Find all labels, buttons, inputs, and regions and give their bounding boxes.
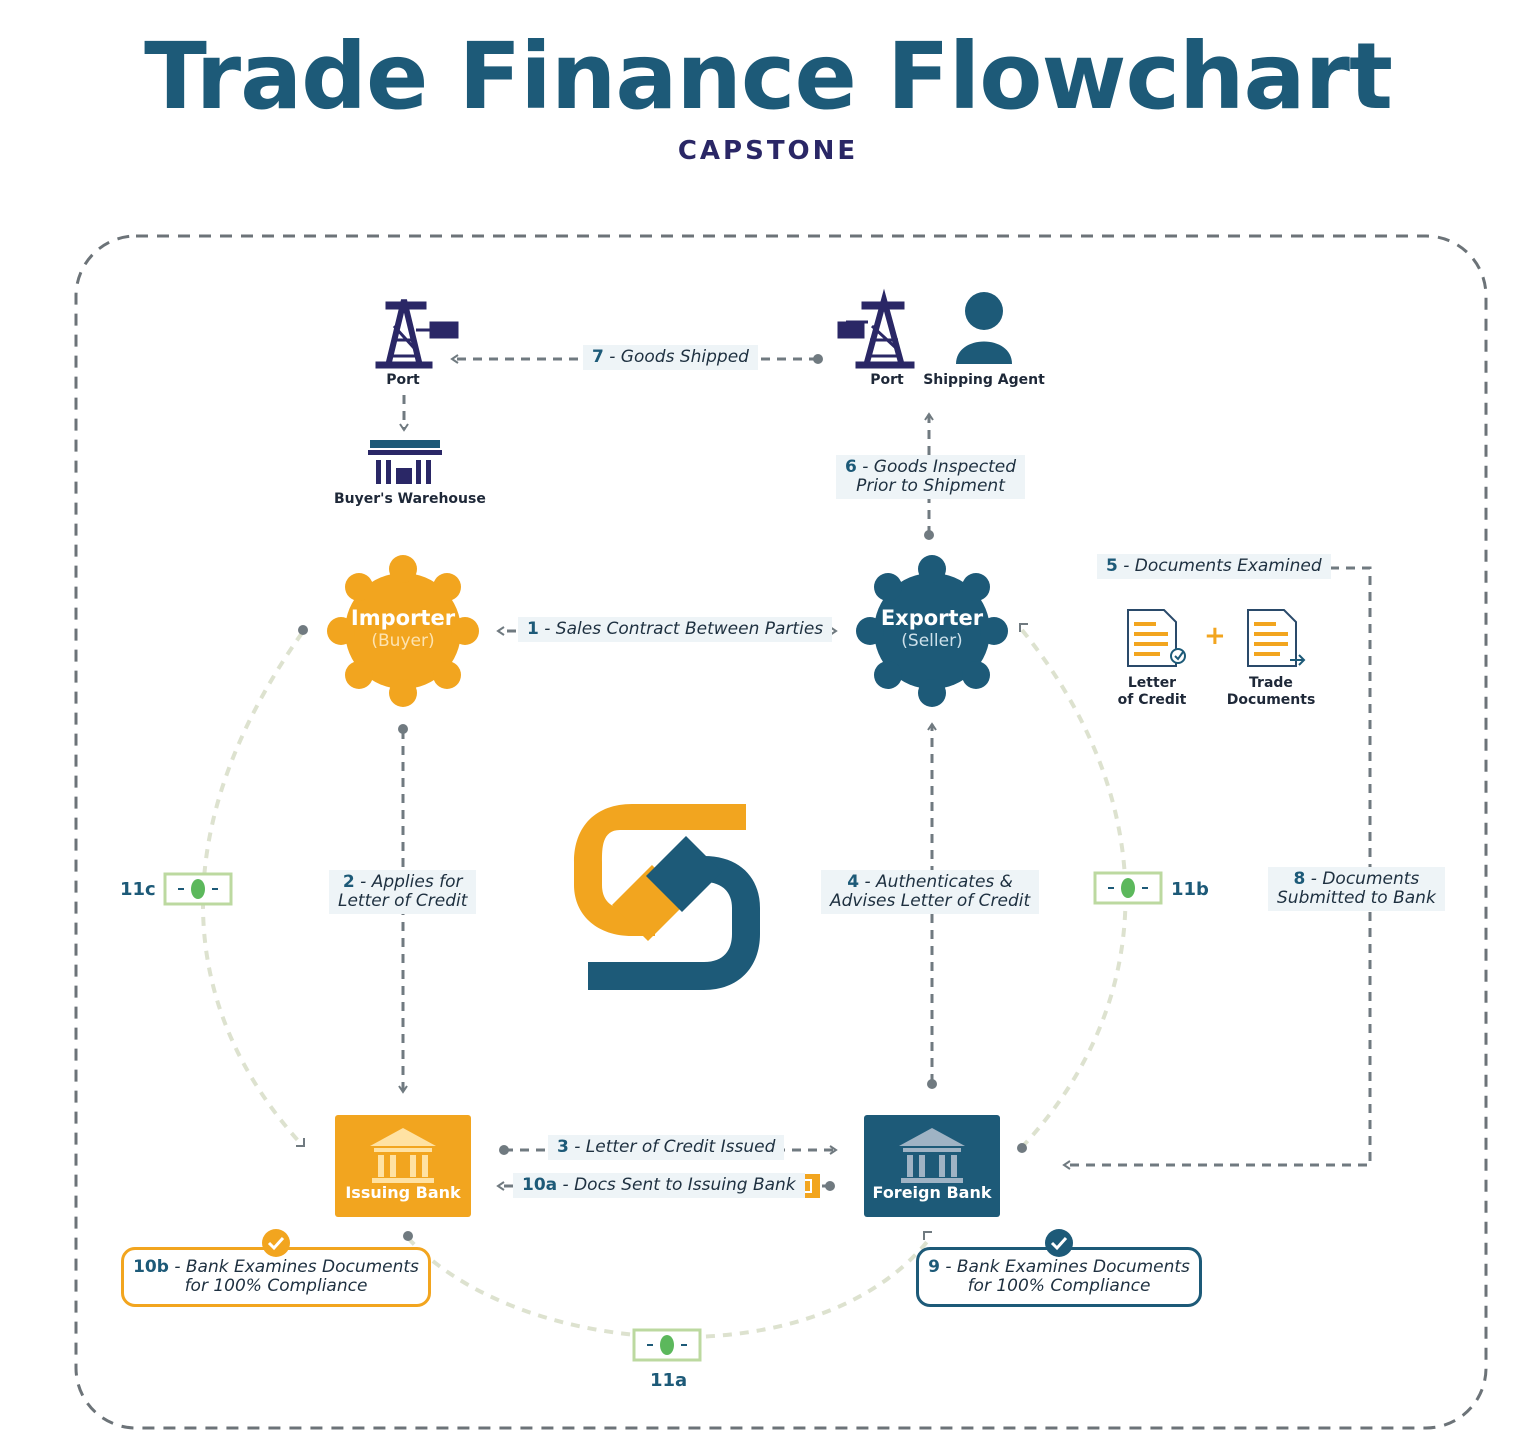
- step-4-label: 4 - Authenticates & Advises Letter of Cr…: [821, 870, 1040, 914]
- importer-role: (Buyer): [371, 631, 435, 651]
- warehouse-icon: [368, 440, 442, 484]
- foreign-bank: Foreign Bank: [864, 1115, 1000, 1217]
- step-1-label: 1 - Sales Contract Between Parties: [518, 617, 833, 642]
- exporter-role: (Seller): [901, 631, 963, 651]
- shipping-agent-label: Shipping Agent: [923, 372, 1045, 388]
- step-9-box: 9 - Bank Examines Documents for 100% Com…: [916, 1247, 1202, 1307]
- money-11a-icon: [632, 1328, 702, 1362]
- step-7-label: 7 - Goods Shipped: [583, 345, 758, 370]
- shipping-agent-icon: [956, 292, 1012, 364]
- brand-logo: CAPSTONE: [677, 136, 859, 166]
- step-10b-box: 10b - Bank Examines Documents for 100% C…: [121, 1247, 431, 1307]
- exporter-label: Exporter (Seller): [862, 606, 1002, 652]
- center-logo: [574, 804, 760, 990]
- port-left-icon: [375, 299, 459, 369]
- page-title: Trade Finance Flowchart: [144, 23, 1393, 130]
- issuing-bank-label: Issuing Bank: [345, 1183, 461, 1202]
- buyer-warehouse-label: Buyer's Warehouse: [334, 491, 486, 507]
- step-8-label: 8 - Documents Submitted to Bank: [1268, 867, 1445, 911]
- foreign-bank-label: Foreign Bank: [872, 1183, 992, 1202]
- step-2-label: 2 - Applies for Letter of Credit: [329, 870, 477, 914]
- step-6-label: 6 - Goods Inspected Prior to Shipment: [836, 455, 1025, 499]
- letter-of-credit-icon: [1127, 609, 1186, 667]
- exporter-seal: [856, 555, 1008, 707]
- step-10a-label: 10a - Docs Sent to Issuing Bank: [513, 1173, 805, 1198]
- money-11b-icon: [1093, 871, 1163, 905]
- payment-11c-label: 11c: [120, 879, 156, 900]
- port-right-icon: [837, 288, 915, 369]
- importer-label: Importer (Buyer): [333, 606, 473, 652]
- port-left-label: Port: [386, 372, 420, 388]
- importer-name: Importer: [350, 606, 456, 630]
- step-3-label: 3 - Letter of Credit Issued: [548, 1135, 785, 1160]
- outer-frame: [74, 234, 1488, 1430]
- payment-11b-label: 11b: [1171, 879, 1209, 900]
- issuing-bank: Issuing Bank: [335, 1115, 471, 1217]
- step-5-label: 5 - Documents Examined: [1097, 554, 1331, 579]
- trade-documents-icon: [1247, 609, 1306, 667]
- exporter-name: Exporter: [880, 606, 984, 630]
- money-11c-icon: [163, 872, 233, 906]
- payment-11a-label: 11a: [650, 1370, 688, 1391]
- plus-sign: +: [1204, 621, 1226, 651]
- port-right-label: Port: [870, 372, 904, 388]
- importer-seal: [327, 555, 479, 707]
